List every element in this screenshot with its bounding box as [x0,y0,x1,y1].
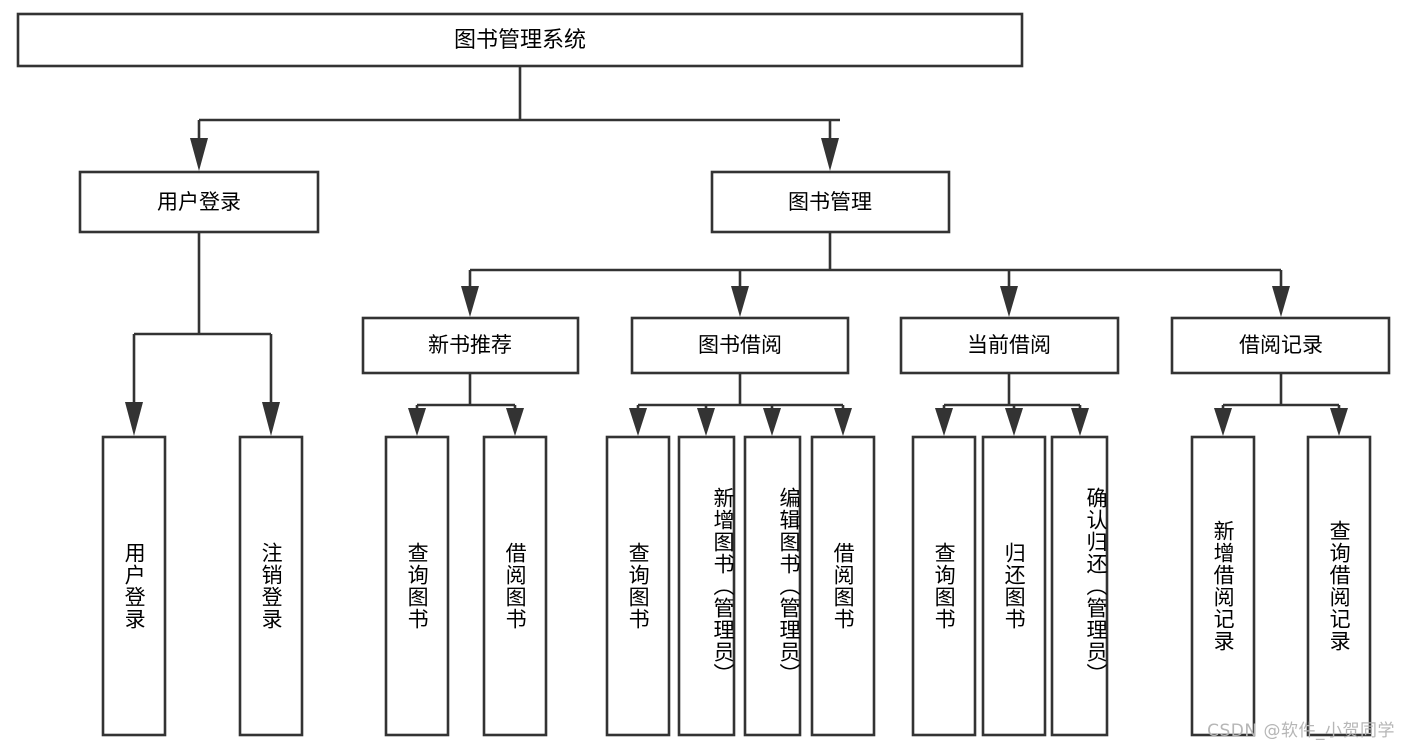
node-leaf-add-book-admin-box[interactable] [677,435,736,737]
arrow-head-leaf-user-login [125,402,143,436]
node-leaf-edit-book-admin-box[interactable] [743,435,802,737]
arrow-head-leaf-edit-book-admin [763,408,781,436]
arrow-head-leaf-query-book-2 [629,408,647,436]
arrow-head-leaf-logout-login [262,402,280,436]
arrow-head-leaf-return-book [1005,408,1023,436]
arrow-head-leaf-query-book-1 [408,408,426,436]
arrow-head-leaf-add-book-admin [697,408,715,436]
arrow-head-leaf-query-book-3 [935,408,953,436]
node-book-management-box[interactable] [710,170,951,234]
arrow-head-new-book-recommend [461,286,479,317]
arrow-head-current-borrow [1000,286,1018,317]
node-new-book-recommend-box[interactable] [361,316,580,375]
arrow-head-book-management [821,138,839,171]
node-book-borrow[interactable]: 图书借阅 [630,316,850,375]
node-leaf-query-book-2-box[interactable] [605,435,671,737]
node-root-box[interactable] [16,12,1024,68]
node-user-login-box[interactable] [78,170,320,234]
connector-layer [125,66,1348,436]
node-leaf-add-borrow-record-box[interactable] [1190,435,1256,737]
node-leaf-borrow-book-2-box[interactable] [810,435,876,737]
node-leaf-query-book-3-box[interactable] [911,435,977,737]
leaf-node-layer [101,435,1372,737]
arrow-head-leaf-add-borrow-record [1214,408,1232,436]
arrow-head-leaf-borrow-book-2 [834,408,852,436]
node-borrow-record-box[interactable] [1170,316,1391,375]
arrow-head-leaf-query-borrow-record [1330,408,1348,436]
node-leaf-return-book-box[interactable] [981,435,1047,737]
arrow-head-book-borrow [731,286,749,317]
csdn-watermark: CSDN @软件_小贺同学 [1207,721,1395,741]
node-leaf-borrow-book-1-box[interactable] [482,435,548,737]
node-current-borrow[interactable]: 当前借阅 [899,316,1120,375]
node-leaf-user-login-box[interactable] [101,435,167,737]
node-root[interactable]: 图书管理系统 [16,12,1024,68]
node-current-borrow-label: 当前借阅 [967,333,1051,357]
node-leaf-query-borrow-record-box[interactable] [1306,435,1372,737]
node-user-login-label: 用户登录 [157,190,241,214]
node-leaf-confirm-return-admin-box[interactable] [1050,435,1109,737]
node-new-book-recommend[interactable]: 新书推荐 [361,316,580,375]
node-book-management[interactable]: 图书管理 [710,170,951,234]
arrow-head-borrow-record [1272,286,1290,317]
node-leaf-logout-login-box[interactable] [238,435,304,737]
arrow-head-leaf-borrow-book-1 [506,408,524,436]
arrow-head-leaf-confirm-return-admin [1071,408,1089,436]
node-book-borrow-box[interactable] [630,316,850,375]
node-book-management-label: 图书管理 [788,190,872,214]
node-book-borrow-label: 图书借阅 [698,333,782,357]
node-user-login[interactable]: 用户登录 [78,170,320,234]
node-new-book-recommend-label: 新书推荐 [428,333,512,357]
node-borrow-record[interactable]: 借阅记录 [1170,316,1391,375]
node-root-label: 图书管理系统 [454,28,586,53]
node-current-borrow-box[interactable] [899,316,1120,375]
node-layer: 图书管理系统 用户登录 图书管理 新书推荐 图书借阅 [16,12,1391,737]
arrow-head-user-login [190,138,208,171]
node-leaf-query-book-1-box[interactable] [384,435,450,737]
node-borrow-record-label: 借阅记录 [1239,333,1323,357]
